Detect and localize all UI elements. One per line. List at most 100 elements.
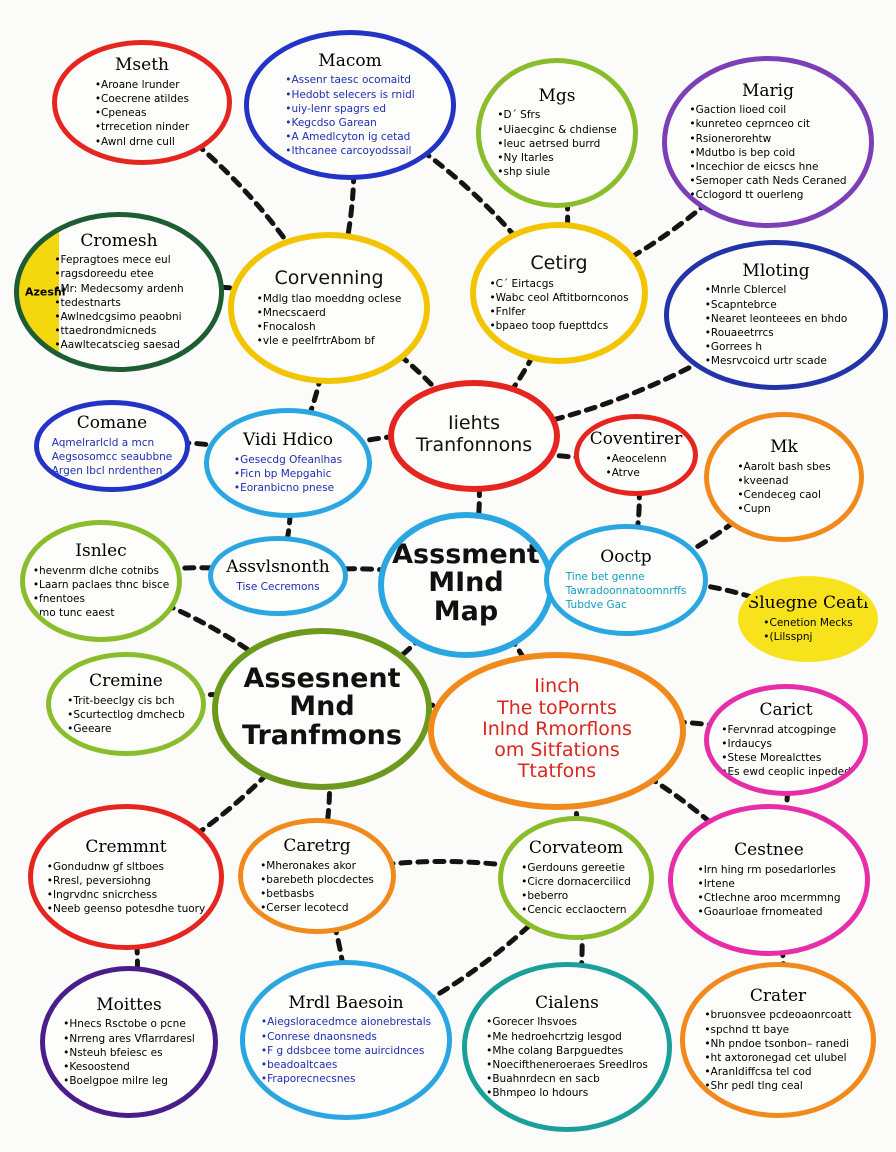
node-bullet-item: Noeciftheneroeraes Sreedlros <box>486 1058 648 1072</box>
node-bullet-item: Aegsosomcc seaubbne <box>51 450 173 463</box>
mind-map-node[interactable]: CetirgC´ EirtacgsWabc ceol Aftitborncono… <box>470 222 648 364</box>
node-bullet-item: Awlnedcgsimo peaobni <box>54 310 183 324</box>
mind-map-node[interactable]: MacomAssenr taesc ocomaitdHedobt selecer… <box>244 30 456 180</box>
node-bullet-item: Kesoostend <box>63 1060 195 1074</box>
node-bullet-list: Trit-beeclgy cis bchScurtectlog dmchecbG… <box>67 694 185 737</box>
node-bullet-item: kunreteo ceprnceo cit <box>689 117 846 131</box>
mind-map-node[interactable]: CremineTrit-beeclgy cis bchScurtectlog d… <box>46 652 206 756</box>
node-bullet-item: ht axtoronegad cet ulubel <box>704 1051 851 1065</box>
node-bullet-list: Mnrle CblercelScapntebrceNearet leonteee… <box>705 283 848 368</box>
node-title: Sluegne Ceati <box>747 592 869 613</box>
node-bullet-item: Aqmelrarlcld a mcn <box>51 436 155 449</box>
node-bullet-item: Bhmpeo lo hdours <box>486 1086 648 1100</box>
node-title: Cialens <box>535 992 599 1013</box>
node-bullet-item: barebeth plocdectes <box>260 873 374 887</box>
node-bullet-item: Ny Itarles <box>497 151 616 165</box>
mind-map-node[interactable]: Asssment MInd Map <box>378 512 554 658</box>
mind-map-node[interactable]: CorvenningMdlg tlao moeddng ocleseMnecsc… <box>228 232 430 384</box>
node-bullet-item: mo tunc eaest <box>33 606 169 620</box>
mind-map-node[interactable]: Iinch The toPornts Inlnd Rmorflons om Si… <box>428 652 686 810</box>
node-bullet-list: Fepragtoes mece eulragsdoreedu eteeMr: M… <box>54 253 184 352</box>
node-bullet-item: shp siule <box>497 165 616 179</box>
node-title: Carict <box>759 699 813 720</box>
node-bullet-item: Cclogord tt ouerleng <box>689 188 846 202</box>
node-bullet-item: Mhe colang Barpguedtes <box>486 1044 648 1058</box>
mind-map-node[interactable]: CialensGorecer lhsvoesMe hedroehcrtzig l… <box>462 962 672 1132</box>
node-bullet-item: hevenrm dlche cotnibs <box>33 564 169 578</box>
node-bullet-item: Ctlechne aroo mcermmng <box>698 891 841 905</box>
mind-map-node[interactable]: CoventirerAeocelennAtrve <box>574 414 698 496</box>
node-bullet-item: A Amedlcyton ig cetad <box>285 130 414 144</box>
mind-map-node[interactable]: Craterbruonsvee pcdeoaonrcoattspchnd tt … <box>680 962 876 1118</box>
mind-map-node[interactable]: Vidi HdicoGesecdg OfeanlhasFicn bp Mepga… <box>204 408 372 518</box>
mind-map-node[interactable]: MgsD´ SfrsUiaecginc & chdienseIeuc aetrs… <box>476 58 638 208</box>
node-bullet-item: Gesecdg Ofeanlhas <box>234 453 342 467</box>
node-bullet-item: Boelgpoe milre leg <box>63 1074 195 1088</box>
node-bullet-item: Gorrees h <box>705 340 848 354</box>
mind-map-node[interactable]: CremmntGondudnw gf sltboesRresl, peversi… <box>28 804 224 950</box>
node-title: Cremine <box>89 670 163 691</box>
node-bullet-item: F g ddsbcee tome auircidnces <box>261 1044 431 1058</box>
node-title: Caretrg <box>283 835 351 856</box>
mind-map-node[interactable]: Sluegne CeatiCenetion Mecks(Lilsspnj <box>738 576 878 662</box>
mind-map-node[interactable]: CorvateomGerdouns gereetieCicre dornacer… <box>498 816 654 940</box>
mind-map-node[interactable]: MoittesHnecs Rsctobe o pcneNrreng ares V… <box>40 966 218 1118</box>
node-bullet-list: Irn hing rm posedarlorlesIrteneCtlechne … <box>698 863 841 920</box>
mind-map-node[interactable]: CestneeIrn hing rm posedarlorlesIrteneCt… <box>668 804 870 956</box>
node-bullet-item: Ingrvdnc snicrchess <box>47 888 205 902</box>
node-bullet-list: C´ EirtacgsWabc ceol AftitbornconosFnlfe… <box>489 277 629 334</box>
mind-map-node[interactable]: MkAarolt bash sbeskveenadCendeceg caolCu… <box>704 412 864 542</box>
node-bullet-item: Gerdouns gereetie <box>521 861 631 875</box>
node-bullet-item: Mnecscaerd <box>257 306 402 320</box>
node-bullet-list: Hnecs Rsctobe o pcneNrreng ares Vflarrda… <box>63 1017 195 1088</box>
mind-map-node[interactable]: MarigGaction lioed coilkunreteo ceprnceo… <box>662 56 874 228</box>
node-title: Corvateom <box>528 837 624 858</box>
node-bullet-list: Aiegsloracedmce aionebrestalsConrese dna… <box>261 1015 431 1086</box>
mind-map-node[interactable]: Mrdl BaesoinAiegsloracedmce aionebrestal… <box>240 960 452 1120</box>
node-bullet-item: Mheronakes akor <box>260 859 374 873</box>
node-bullet-item: Fepragtoes mece eul <box>54 253 183 267</box>
node-title: Asssment MInd Map <box>392 538 540 627</box>
node-bullet-item: Cenetion Mecks <box>763 616 853 630</box>
node-bullet-item: Fnocalosh <box>257 320 402 334</box>
node-bullet-item: Irdaucys <box>721 737 850 751</box>
node-title: Moittes <box>96 994 162 1015</box>
node-title: Iiehts Tranfonnons <box>415 412 533 456</box>
node-bullet-item: Rresl, peversiohng <box>47 874 205 888</box>
node-bullet-item: Argen Ibcl nrdenthen <box>51 464 163 477</box>
node-bullet-item: Atrve <box>605 466 666 480</box>
node-bullet-item: Geeare <box>67 722 185 736</box>
node-title: Marig <box>742 80 794 101</box>
mind-map-node[interactable]: MlotingMnrle CblercelScapntebrceNearet l… <box>664 240 888 390</box>
node-bullet-item: bpaeo toop fuepttdcs <box>489 319 628 333</box>
node-bullet-item: Nearet leonteees en bhdo <box>705 312 847 326</box>
node-bullet-list: Cenetion Mecks(Lilsspnj <box>763 616 853 644</box>
mind-map-node[interactable]: Isnlechevenrm dlche cotnibsLaarn paclaes… <box>20 520 182 642</box>
mind-map-node[interactable]: CaretrgMheronakes akorbarebeth plocdecte… <box>238 818 396 934</box>
node-bullet-list: Aarolt bash sbeskveenadCendeceg caolCupn <box>737 460 831 517</box>
node-bullet-item: Coecrene atildes <box>95 92 189 106</box>
node-bullet-item: beadoaltcaes <box>261 1058 431 1072</box>
node-bullet-item: Nrreng ares Vflarrdaresl <box>63 1032 195 1046</box>
mind-map-node[interactable]: MsethAroane lrunderCoecrene atildesCpene… <box>52 40 232 165</box>
node-bullet-list: Gesecdg OfeanlhasFicn bp MepgahicEoranbi… <box>234 453 342 496</box>
node-title: Coventirer <box>589 428 683 449</box>
node-title: Mrdl Baesoin <box>288 992 404 1013</box>
node-bullet-item: kveenad <box>737 474 830 488</box>
mind-map-node[interactable]: AzeshlCromeshFepragtoes mece eulragsdore… <box>14 212 224 372</box>
node-title: Assvlsnonth <box>226 557 330 578</box>
node-bullet-item: Awnl drne cull <box>95 135 189 149</box>
node-bullet-item: Rouaeetrrcs <box>705 326 848 340</box>
mind-map-node[interactable]: Iiehts Tranfonnons <box>388 380 560 492</box>
node-bullet-item: Gaction lioed coil <box>689 103 846 117</box>
node-bullet-list: Mheronakes akorbarebeth plocdectesbetbas… <box>260 859 374 916</box>
mind-map-node[interactable]: Assesnent Mnd Tranfmons <box>212 628 432 790</box>
node-bullet-item: Tise Cecremons <box>236 580 320 593</box>
mind-map-node[interactable]: CarictFervnrad atcogpingeIrdaucysStese M… <box>704 684 868 796</box>
node-bullet-list: Gerdouns gereetieCicre dornacercilicdbeb… <box>521 861 631 918</box>
node-bullet-item: Ieuc aetrsed burrd <box>497 137 616 151</box>
